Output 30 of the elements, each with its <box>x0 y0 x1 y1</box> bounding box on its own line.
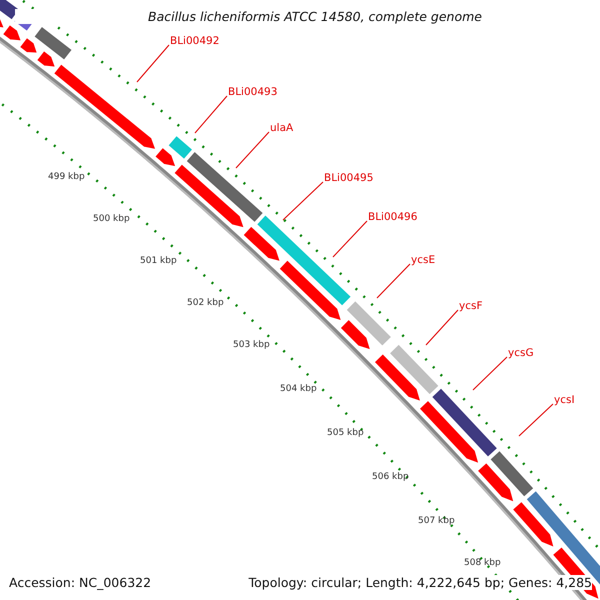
scale-label: 502 kbp <box>187 298 224 309</box>
gene-label: BLi00495 <box>324 172 374 185</box>
leader-line <box>376 264 410 298</box>
gene-label: ycsE <box>411 254 436 267</box>
leader-line <box>426 310 458 346</box>
gene-label: BLi00492 <box>170 35 220 48</box>
scale-label: 503 kbp <box>233 340 270 351</box>
leader-line <box>332 220 368 258</box>
leader-line <box>194 96 228 134</box>
scale-label: 504 kbp <box>280 384 317 395</box>
scale-label: 506 kbp <box>372 472 409 483</box>
gene-label: ycsF <box>459 300 482 313</box>
scale-label: 505 kbp <box>327 428 364 439</box>
leader-line <box>472 356 508 390</box>
gene-label: BLi00493 <box>228 86 278 99</box>
scale-label: 501 kbp <box>140 256 177 267</box>
scale-label: 500 kbp <box>93 214 130 225</box>
leader-line <box>236 132 270 168</box>
genome-info-text: Topology: circular; Length: 4,222,645 bp; Genes: 4,285 <box>248 575 592 590</box>
scale-label: 508 kbp <box>464 558 501 569</box>
gene-label: ycsG <box>508 347 534 360</box>
leader-line <box>136 44 170 82</box>
gene-label: ycsI <box>554 394 575 407</box>
scale-label: 499 kbp <box>48 172 85 183</box>
gene-label: ulaA <box>270 122 294 135</box>
scale-label: 507 kbp <box>418 516 455 527</box>
leader-line <box>518 404 554 436</box>
leader-line <box>282 182 324 220</box>
gene-label: BLi00496 <box>368 211 418 224</box>
accession-text: Accession: NC_006322 <box>9 575 152 590</box>
